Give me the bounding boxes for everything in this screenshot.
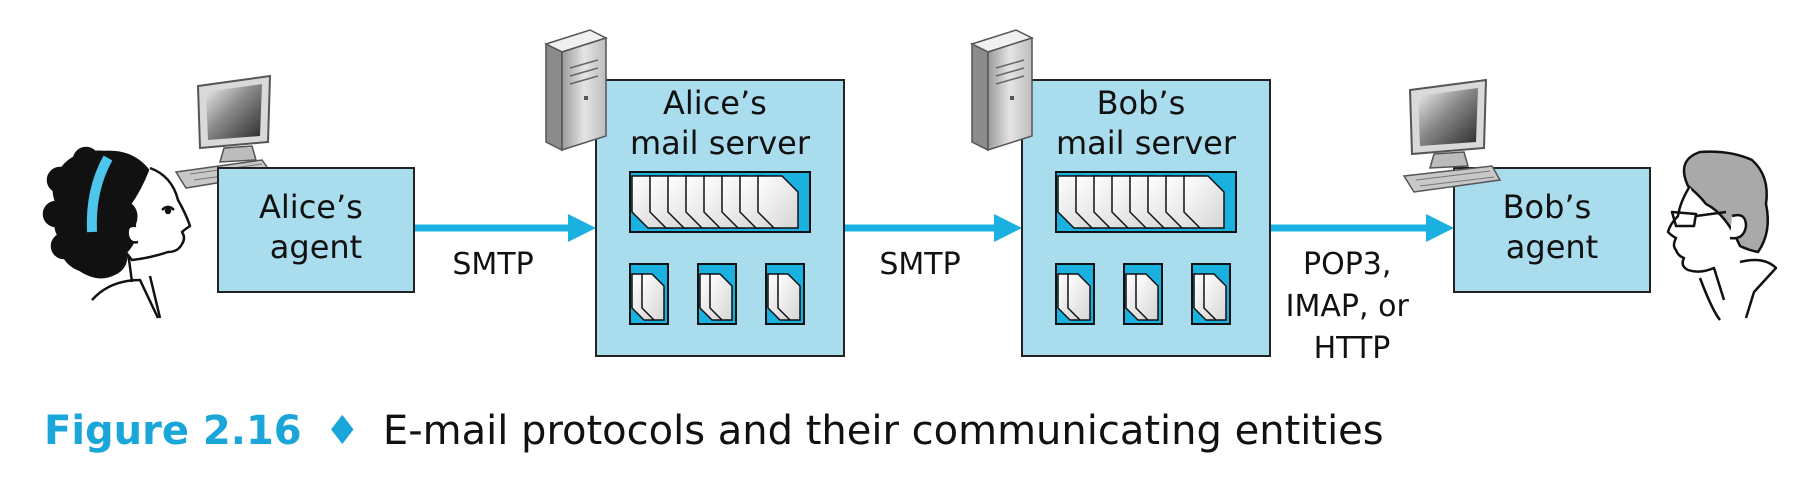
node-alice-mail-server-label: Alice’s mail server (630, 84, 811, 162)
figure-separator: ♦ (324, 408, 360, 454)
node-alice-agent-label: Alice’s agent (259, 188, 373, 266)
edge-bob-server-to-bob-agent (1270, 214, 1454, 242)
figure-caption-text: E-mail protocols and their communicating… (383, 408, 1384, 454)
alice-message-queue (629, 171, 811, 233)
edge-label-smtp-2: SMTP (879, 247, 960, 282)
edge-label-pop3-imap-http: POP3, IMAP, or HTTP (1286, 247, 1419, 366)
mailbox-icon (1055, 263, 1095, 325)
edge-label-smtp-1: SMTP (452, 247, 533, 282)
bob-message-queue (1055, 171, 1237, 233)
bob-computer-icon (1402, 78, 1502, 193)
alice-person-icon (42, 146, 192, 319)
node-bob-mail-server-label: Bob’s mail server (1056, 84, 1237, 162)
alice-server-tower-icon (544, 29, 608, 152)
mailbox-icon (765, 263, 805, 325)
mailbox-icon (629, 263, 669, 325)
queued-message-icon (757, 175, 799, 229)
node-bob-agent-label: Bob’s agent (1503, 188, 1602, 266)
alice-mailboxes (629, 263, 805, 325)
node-bob-agent (1453, 167, 1651, 293)
node-alice-agent (217, 167, 415, 293)
edge-alice-server-to-bob-server (844, 214, 1022, 242)
bob-person-icon (1666, 150, 1778, 321)
edge-alice-agent-to-alice-server (414, 214, 596, 242)
bob-server-tower-icon (970, 29, 1034, 152)
mailbox-icon (1191, 263, 1231, 325)
figure-label: Figure 2.16 (44, 408, 302, 454)
queued-message-icon (1183, 175, 1225, 229)
figure-caption: Figure 2.16 ♦ E-mail protocols and their… (44, 408, 1384, 454)
bob-mailboxes (1055, 263, 1231, 325)
mailbox-icon (1123, 263, 1163, 325)
mailbox-icon (697, 263, 737, 325)
